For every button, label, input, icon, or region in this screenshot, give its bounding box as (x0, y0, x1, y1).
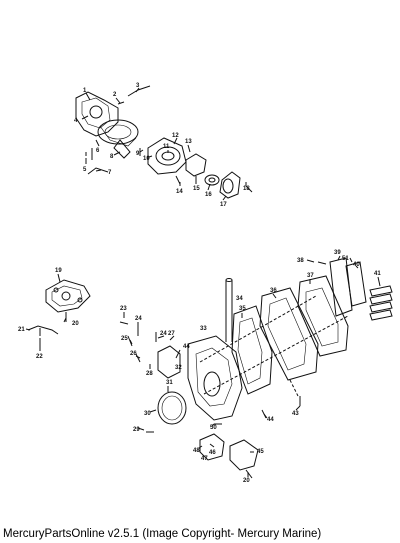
callout-16: 16 (205, 192, 212, 198)
callout-46: 46 (209, 450, 216, 456)
callout-44a: 44 (183, 344, 190, 350)
callout-32: 32 (175, 365, 182, 371)
callout-27: 27 (168, 331, 175, 337)
callout-22: 22 (36, 354, 43, 360)
callout-45: 45 (257, 449, 264, 455)
callout-9: 9 (136, 151, 140, 157)
callout-5: 5 (83, 167, 87, 173)
callout-31: 31 (166, 380, 173, 386)
callout-20b: 20 (243, 478, 250, 484)
callout-26: 26 (130, 351, 137, 357)
callout-1: 1 (83, 88, 87, 94)
callout-24a: 24 (135, 316, 142, 322)
callout-3: 3 (136, 83, 140, 89)
callout-36: 36 (270, 288, 277, 294)
callout-labels: 1 2 3 4 5 6 7 8 9 10 11 12 13 14 15 16 1… (18, 83, 381, 484)
copyright-caption: MercuryPartsOnline v2.5.1 (Image Copyrig… (3, 528, 322, 540)
callout-18: 18 (243, 186, 250, 192)
callout-44b: 44 (267, 417, 274, 423)
callout-21: 21 (18, 327, 25, 333)
callout-35: 35 (239, 306, 246, 312)
callout-17: 17 (220, 202, 227, 208)
callout-41: 41 (374, 271, 381, 277)
callout-15: 15 (193, 186, 200, 192)
callout-20: 20 (72, 321, 79, 327)
lower-main-assembly (119, 257, 393, 479)
callout-2: 2 (113, 92, 117, 98)
callout-10: 10 (143, 156, 150, 162)
callout-8: 8 (110, 154, 114, 160)
callout-38: 38 (297, 258, 304, 264)
callout-43: 43 (292, 411, 299, 417)
leader-lines-lower (25, 255, 381, 477)
callout-40: 40 (353, 262, 360, 268)
callout-4: 4 (74, 118, 78, 124)
callout-48: 48 (193, 448, 200, 454)
callout-50: 50 (210, 425, 217, 431)
callout-39: 39 (334, 250, 341, 256)
left-bracket-assembly (27, 279, 91, 350)
callout-14: 14 (176, 189, 183, 195)
callout-6: 6 (96, 148, 100, 154)
callout-30: 30 (144, 411, 151, 417)
callout-19: 19 (55, 268, 62, 274)
callout-11: 11 (163, 144, 170, 150)
leader-lines-upper (81, 87, 247, 201)
callout-25: 25 (121, 336, 128, 342)
callout-29: 29 (133, 427, 140, 433)
callout-37: 37 (307, 273, 314, 279)
callout-23: 23 (120, 306, 127, 312)
callout-13: 13 (185, 139, 192, 145)
callout-12: 12 (172, 133, 179, 139)
callout-24b: 24 (160, 331, 167, 337)
upper-assembly (75, 85, 253, 199)
callout-7: 7 (108, 170, 112, 176)
callout-34: 34 (236, 296, 243, 302)
callout-28: 28 (146, 371, 153, 377)
callout-33: 33 (200, 326, 207, 332)
callout-47: 47 (201, 456, 208, 462)
exploded-parts-diagram: 1 2 3 4 5 6 7 8 9 10 11 12 13 14 15 16 1… (18, 83, 393, 484)
callout-51: 51 (342, 256, 349, 262)
